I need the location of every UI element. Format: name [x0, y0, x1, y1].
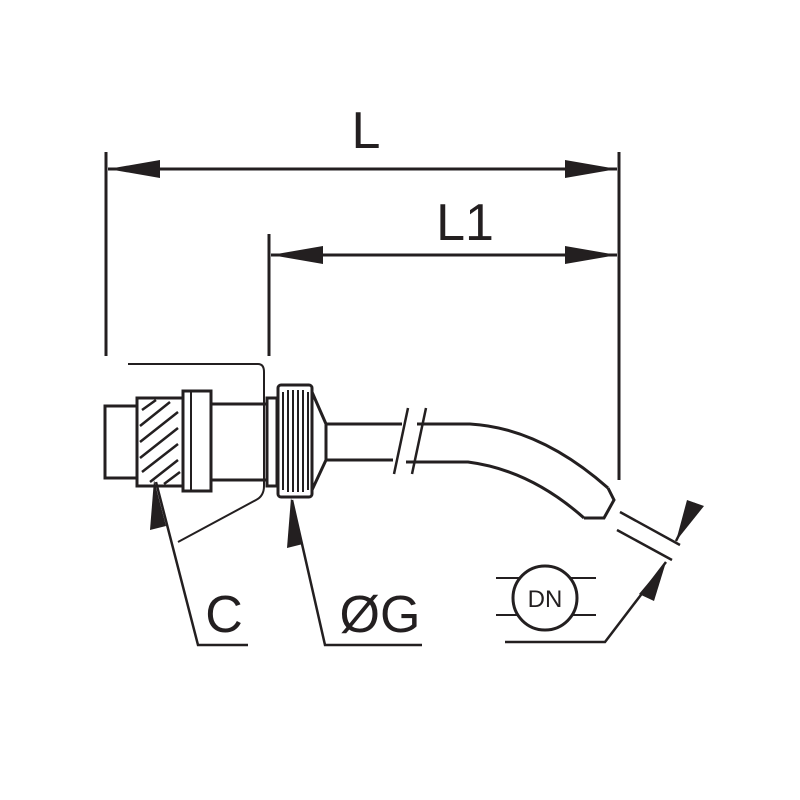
leader-og	[287, 498, 422, 647]
knurl-pattern	[282, 390, 309, 492]
arrowhead	[271, 246, 323, 264]
arrowhead	[565, 160, 617, 178]
arrowhead	[108, 160, 160, 178]
hose-top-bent	[417, 422, 609, 490]
spigot-end	[103, 404, 139, 480]
label-l1: L1	[436, 194, 494, 252]
collar	[181, 389, 213, 493]
section-outline	[128, 363, 265, 543]
taper	[310, 391, 328, 491]
arrowhead	[150, 480, 166, 530]
thread-hatching	[139, 398, 181, 485]
hose-tip	[584, 487, 616, 520]
body	[209, 402, 269, 482]
arrowhead	[287, 498, 303, 548]
arrowhead	[565, 246, 617, 264]
body-step	[265, 396, 279, 488]
label-c: C	[205, 586, 243, 644]
leader-c	[150, 480, 248, 647]
dn-symbol-circle	[511, 564, 579, 632]
hose-bottom-bent	[406, 460, 585, 520]
leader-line-c	[154, 481, 248, 647]
dn-arrowhead	[676, 500, 704, 541]
break-mark	[392, 407, 410, 475]
knurled-nut	[276, 383, 314, 499]
leader-line-og	[290, 499, 422, 647]
label-dn: DN	[528, 586, 563, 613]
dimension-dn	[496, 500, 704, 644]
label-og: ØG	[340, 586, 421, 644]
fitting-body	[103, 363, 616, 543]
break-mark	[410, 407, 428, 475]
label-l: L	[352, 102, 381, 160]
dn-leader	[505, 561, 667, 644]
dimension-l1	[267, 234, 617, 356]
dn-extension-line	[616, 528, 673, 562]
dn-extension-line	[619, 510, 681, 547]
dimension-l	[104, 152, 621, 480]
